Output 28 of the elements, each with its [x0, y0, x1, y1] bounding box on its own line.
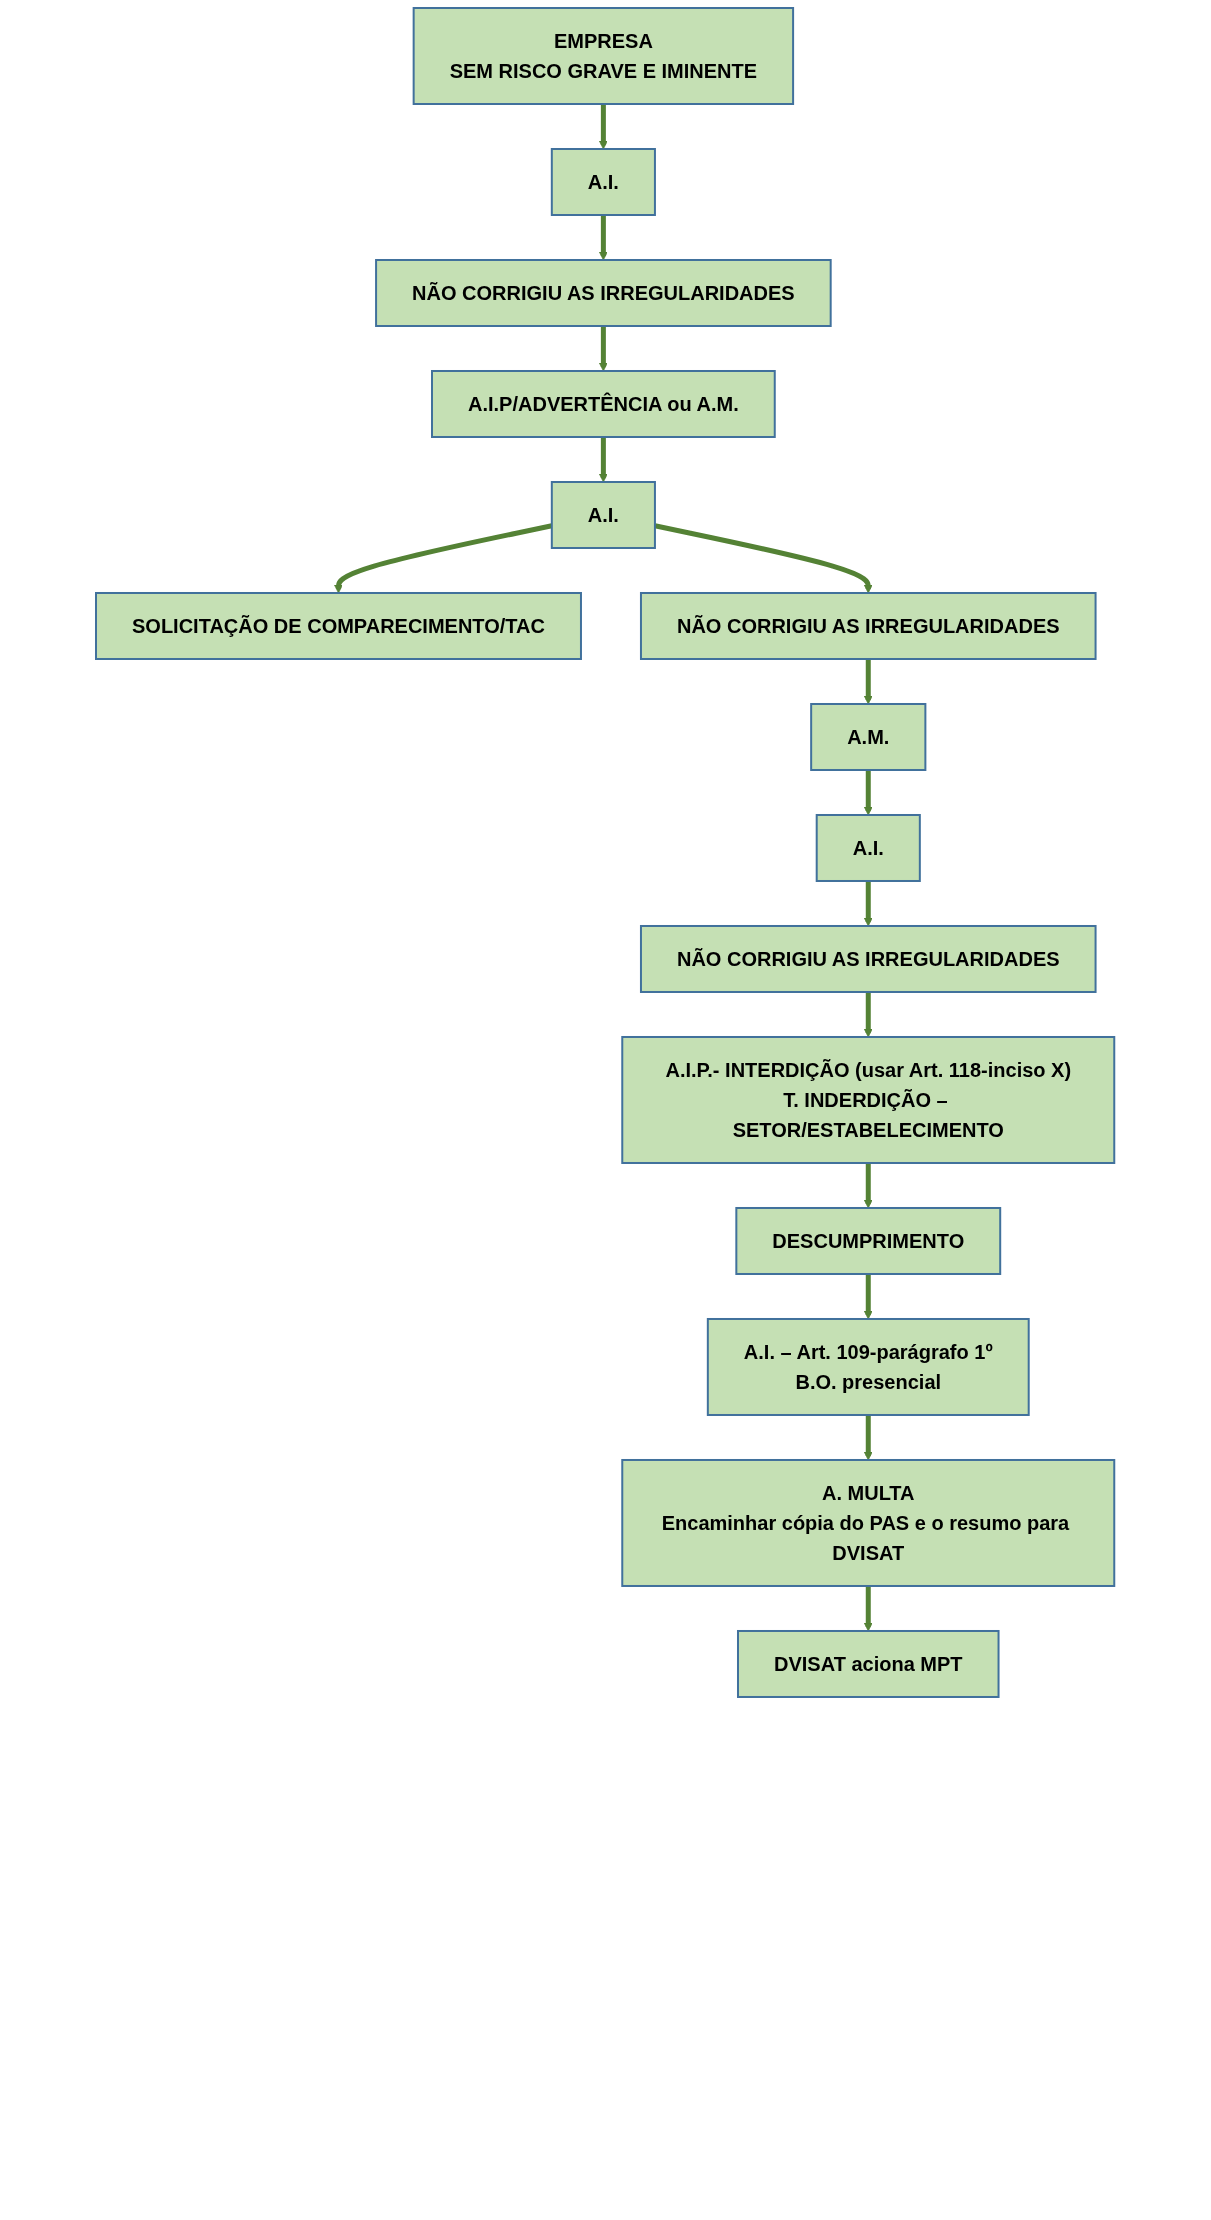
arrow: [864, 992, 874, 1038]
arrow: [599, 326, 609, 372]
arrow: [864, 1163, 874, 1209]
node-box: A.I. – Art. 109-parágrafo 1º B.O. presencial: [707, 1318, 1031, 1416]
node-box: A.I.: [816, 814, 922, 882]
arrow: [864, 1274, 874, 1320]
node-box: DVISAT aciona MPT: [737, 1630, 1000, 1698]
node-box: A. MULTA Encaminhar cópia do PAS e o resumo para DVISAT: [621, 1459, 1116, 1587]
node-box: NÃO CORRIGIU AS IRREGULARIDADES: [640, 592, 1097, 660]
node-box: SOLICITAÇÃO DE COMPARECIMENTO/TAC: [95, 592, 583, 660]
node-box: DESCUMPRIMENTO: [735, 1207, 1002, 1275]
node-box: A.I.: [551, 148, 657, 216]
arrow: [864, 770, 874, 816]
arrow: [864, 1586, 874, 1632]
node-box: A.I.P/ADVERTÊNCIA ou A.M.: [431, 370, 777, 438]
arrow: [599, 437, 609, 483]
node-box: NÃO CORRIGIU AS IRREGULARIDADES: [375, 259, 833, 327]
node-box: A.I.: [551, 481, 657, 549]
node-box: A.M.: [810, 703, 927, 771]
arrow: [864, 881, 874, 927]
arrow: [864, 1415, 874, 1461]
arrow: [864, 659, 874, 705]
node-box: NÃO CORRIGIU AS IRREGULARIDADES: [640, 925, 1097, 993]
node-box: A.I.P.- INTERDIÇÃO (usar Art. 118-inciso X) T. INDERDIÇÃO – SETOR/ESTABELECIMENTO: [621, 1036, 1116, 1164]
node-box: EMPRESA SEM RISCO GRAVE E IMINENTE: [413, 7, 795, 105]
arrow: [334, 523, 553, 594]
arrow: [599, 215, 609, 261]
arrow: [599, 104, 609, 150]
